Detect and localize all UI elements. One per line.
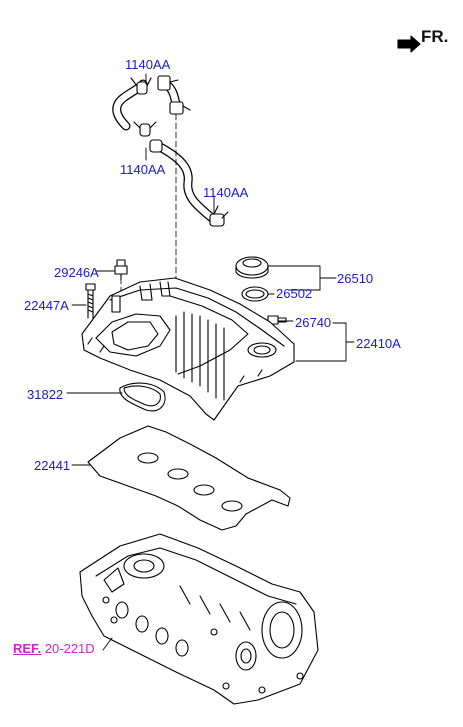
callout-spark-plug-seal[interactable]: 31822 — [27, 387, 64, 402]
breather-hose-lower — [155, 142, 217, 223]
callout-cover-bolt[interactable]: 22447A — [24, 298, 69, 313]
front-arrow-icon — [397, 35, 421, 53]
cylinder-head-part — [79, 533, 319, 705]
reference-prefix: REF. — [13, 641, 42, 656]
callout-filler-cap-gasket[interactable]: 26502 — [276, 286, 313, 301]
rocker-cover-body — [81, 277, 295, 421]
callout-pcv-valve[interactable]: 29246A — [54, 265, 99, 280]
reference-link[interactable]: REF. 20-221D — [13, 641, 95, 656]
spark-plug-seal-part — [119, 382, 166, 412]
callout-oil-filler-cap[interactable]: 26510 — [337, 271, 374, 286]
reference-code: 20-221D — [44, 641, 95, 656]
leader-lines — [66, 73, 355, 651]
callout-rocker-cover-gasket[interactable]: 22441 — [34, 458, 71, 473]
oil-filler-cap-part — [235, 256, 269, 279]
hose-clamp-top — [130, 75, 179, 95]
callout-rocker-cover-assy[interactable]: 22410A — [356, 336, 401, 351]
callout-clamp-top[interactable]: 1140AA — [125, 57, 171, 72]
hose-clamp-right — [209, 205, 229, 227]
hose-clamp-mid — [133, 101, 191, 153]
callout-oil-temp-sensor[interactable]: 26740 — [295, 315, 332, 330]
callout-clamp-mid[interactable]: 1140AA — [120, 162, 166, 177]
front-direction-label: FR. — [421, 27, 449, 46]
filler-cap-gasket-part — [241, 286, 269, 302]
cover-bolt-part — [85, 283, 96, 319]
rocker-cover-gasket-part — [87, 425, 291, 531]
callout-clamp-right[interactable]: 1140AA — [203, 185, 249, 200]
